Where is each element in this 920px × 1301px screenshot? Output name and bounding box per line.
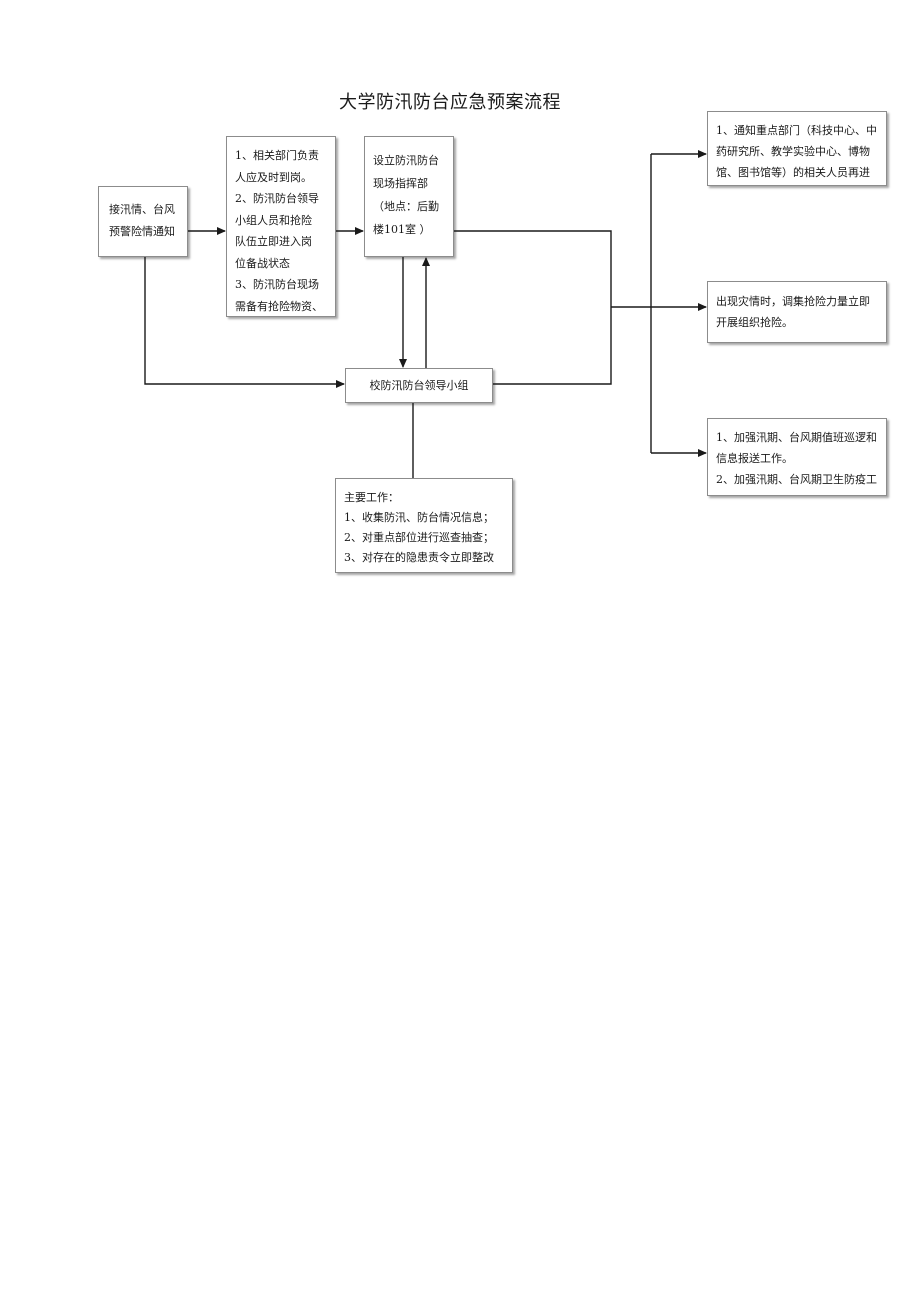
box-text-line: 楼101室 ） — [373, 223, 431, 236]
box-text-line: 1、加强汛期、台风期值班巡逻和 — [716, 431, 877, 444]
box-text-line: 预警险情通知 — [109, 225, 175, 238]
box-text-line: 主要工作： — [344, 491, 399, 504]
box-text-line: 需备有抢险物资、 — [235, 299, 323, 313]
strengthen-duty-box: 1、加强汛期、台风期值班巡逻和 信息报送工作。 2、加强汛期、台风期卫生防疫工 … — [707, 418, 887, 496]
box-text-line: 现场指挥部 — [373, 177, 428, 190]
box-text-line: 开展组织抢险。 — [716, 316, 793, 329]
connector-receive-to-group — [144, 257, 345, 388]
box-text-line: 2、加强汛期、台风期卫生防疫工 — [716, 473, 877, 486]
box-text-line: 2、防汛防台领导 — [235, 192, 319, 205]
box-text-line: 2、对重点部位进行巡查抽查； — [344, 531, 494, 544]
page-title: 大学防汛防台应急预案流程 — [339, 92, 561, 113]
site-hq-box: 设立防汛防台 现场指挥部 （地点：后勤 楼101室 ） — [364, 136, 454, 257]
box-text-line: 、 — [716, 490, 882, 495]
box-text-line: 小组人员和抢险 — [235, 213, 312, 227]
box-text-line: 1、相关部门负责 — [235, 149, 319, 162]
box-text-line: 3、防汛防台现场 — [235, 278, 319, 291]
box-text-line: 队伍立即进入岗 — [235, 235, 312, 248]
leading-group-label: 校防汛防台领导小组 — [369, 379, 469, 392]
box-text-line: 人应及时到岗。 — [235, 170, 312, 184]
main-work-box: 主要工作： 1、收集防汛、防台情况信息； 2、对重点部位进行巡查抽查； 3、对存… — [335, 478, 513, 573]
leading-group-box: 校防汛防台领导小组 — [345, 368, 493, 403]
box-text-line: 出现灾情时，调集抢险力量立即 — [716, 295, 870, 308]
box-text-line: 信息报送工作。 — [716, 452, 793, 465]
box-text-line: 1、通知重点部门（科技中心、中 — [716, 124, 877, 137]
box-text-line: 设立防汛防台 — [373, 154, 439, 167]
box-text-line: 药研究所、教学实验中心、博物 — [716, 145, 870, 158]
receive-notice-box: 接汛情、台风 预警险情通知 — [98, 186, 188, 257]
disaster-rescue-box: 出现灾情时，调集抢险力量立即 开展组织抢险。 — [707, 281, 887, 343]
connector-hq-to-trunk — [454, 230, 612, 307]
departments-box: 1、相关部门负责 人应及时到岗。 2、防汛防台领导 小组人员和抢险 队伍立即进入… — [226, 136, 336, 317]
connector-group-to-trunk — [493, 307, 612, 385]
box-text-line: （地点：后勤 — [373, 200, 439, 213]
box-text-line: 馆、图书馆等）的相关人员再进 — [716, 166, 870, 179]
box-text-line: 位备战状态 — [235, 256, 290, 270]
box-text-line: 3、对存在的隐患责令立即整改 — [344, 551, 494, 564]
box-text-line: 接汛情、台风 — [109, 203, 175, 216]
box-text-line: 1、收集防汛、防台情况信息； — [344, 511, 494, 524]
notify-key-departments-box: 1、通知重点部门（科技中心、中 药研究所、教学实验中心、博物 馆、图书馆等）的相… — [707, 111, 887, 186]
